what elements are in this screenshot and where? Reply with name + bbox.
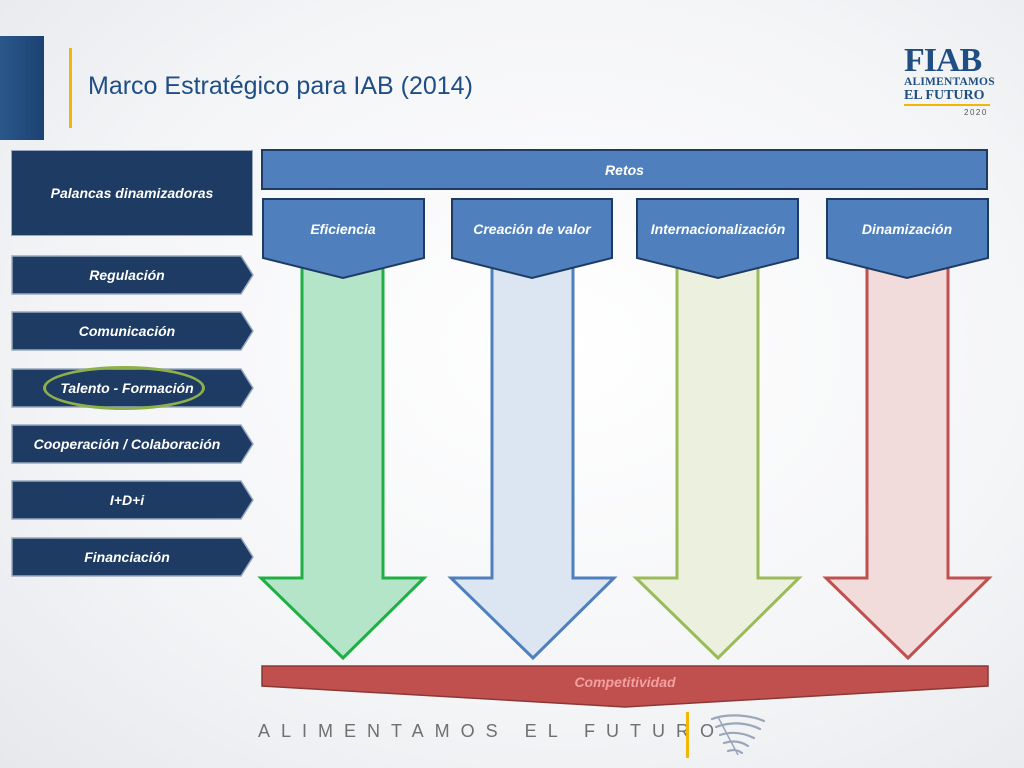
lever-idi: I+D+i — [11, 480, 255, 520]
fiab-logo: FIAB ALIMENTAMOS EL FUTURO 2020 — [900, 42, 995, 120]
logo-line-2: EL FUTURO — [904, 88, 985, 103]
lever-arrow-shape — [11, 537, 254, 577]
lever-comunicacion: Comunicación — [11, 311, 255, 351]
corner-accent-block — [0, 36, 44, 140]
challenge-dinamizacion-label: Dinamización — [861, 221, 953, 237]
challenge-eficiencia-label: Eficiencia — [310, 221, 376, 237]
competitividad-bar — [261, 665, 989, 708]
lever-label: Financiación — [84, 549, 170, 565]
challenge-creacion-de-valor-label: Creación de valor — [473, 221, 591, 237]
pentagon-eficiencia — [262, 198, 425, 280]
arrow-dinamizacion — [822, 254, 993, 661]
lever-cooperacion-colaboracion: Cooperación / Colaboración — [11, 424, 255, 464]
lever-label: Regulación — [89, 267, 165, 283]
levers-header: Palancas dinamizadoras — [11, 150, 253, 236]
lever-arrow-shape — [11, 311, 254, 351]
arrow-internacionalizacion — [632, 254, 803, 661]
lever-financiacion: Financiación — [11, 537, 255, 577]
arrow-eficiencia — [257, 254, 428, 661]
page-title: Marco Estratégico para IAB (2014) — [88, 72, 473, 100]
logo-wordmark: FIAB — [904, 42, 982, 79]
logo-year: 2020 — [964, 108, 988, 117]
lever-arrow-shape — [11, 424, 254, 464]
lever-label: Comunicación — [78, 323, 176, 339]
challenge-internacionalizacion-label: Internacionalización — [650, 221, 786, 237]
logo-underline — [904, 104, 990, 106]
lever-label: I+D+i — [109, 492, 145, 508]
pentagon-dinamizacion — [826, 198, 989, 280]
arrow-creacion-de-valor — [447, 254, 618, 661]
lever-label: Cooperación / Colaboración — [33, 436, 221, 452]
challenges-header: Retos — [261, 149, 988, 190]
pentagon-internacionalizacion — [636, 198, 799, 280]
competitividad-label: Competitividad — [574, 674, 676, 690]
challenges-header-label: Retos — [605, 161, 644, 178]
logo-line-1: ALIMENTAMOS — [904, 76, 995, 88]
pentagon-creacion-de-valor — [451, 198, 613, 280]
footer-swirl-icon — [710, 714, 766, 756]
lever-regulacion: Regulación — [11, 255, 255, 295]
footer-tagline: ALIMENTAMOS EL FUTURO — [258, 721, 726, 741]
talento-highlight-ring — [43, 366, 205, 410]
lever-arrow-shape — [11, 480, 254, 520]
title-accent-rule — [69, 48, 72, 128]
footer-accent-rule — [686, 712, 689, 758]
levers-header-label: Palancas dinamizadoras — [50, 185, 214, 201]
lever-arrow-shape — [11, 255, 254, 295]
